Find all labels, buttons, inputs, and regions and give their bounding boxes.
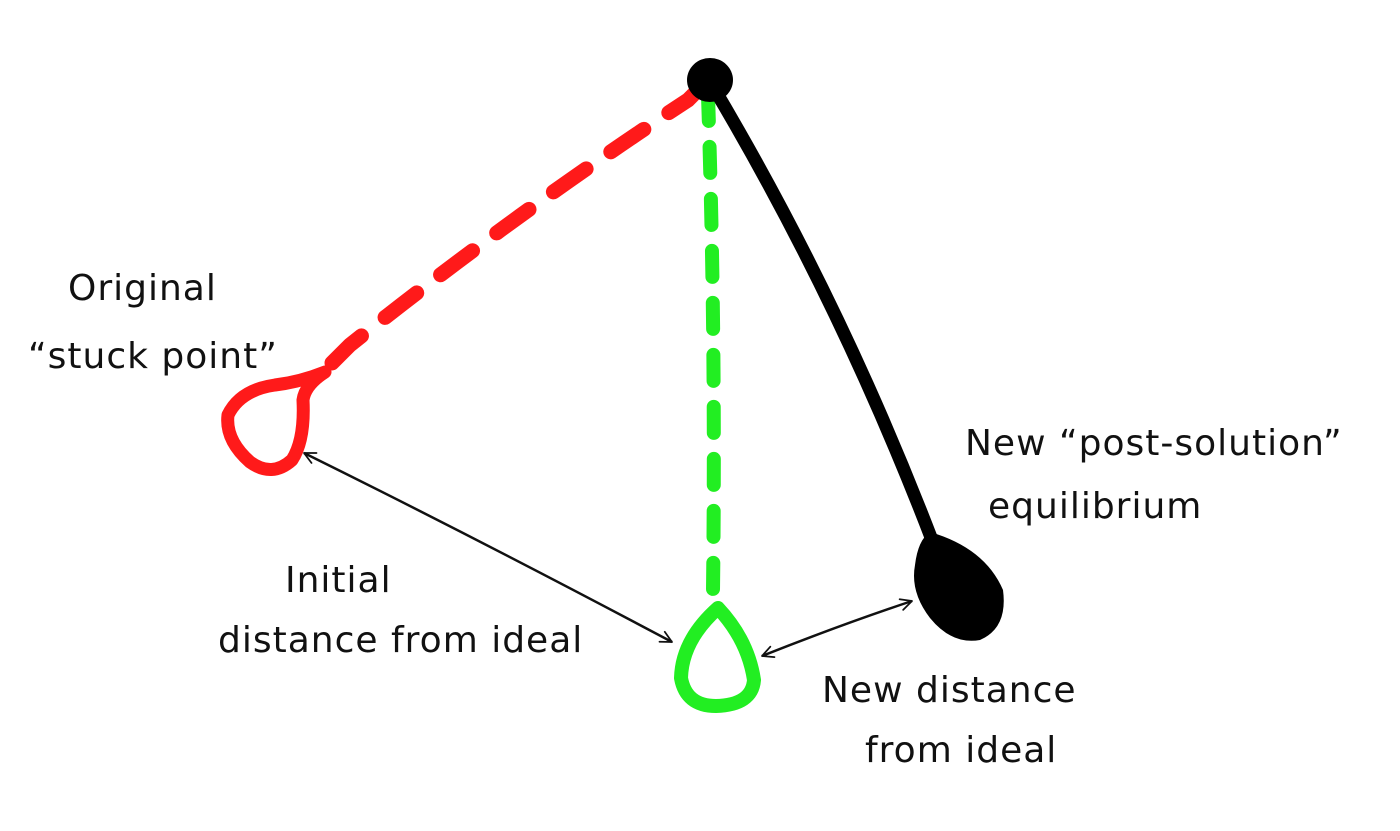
label-original-line2: “stuck point” — [28, 336, 278, 377]
original-dashed-path — [312, 80, 708, 383]
label-initial-line2: distance from ideal — [218, 620, 583, 661]
pendulum-rod — [705, 78, 939, 547]
pendulum-bob — [914, 532, 1004, 641]
ideal-dashed-path — [701, 88, 721, 597]
label-new-distance-line1: New distance — [822, 670, 1077, 711]
new-distance-arrow — [761, 598, 913, 658]
label-new-distance-line2: from ideal — [865, 730, 1057, 771]
ideal-point-loop — [674, 601, 761, 713]
label-new-equilibrium-line2: equilibrium — [988, 486, 1202, 527]
original-stuck-point-loop — [221, 365, 332, 476]
label-new-equilibrium-line1: New “post-solution” — [965, 423, 1343, 464]
label-initial-line1: Initial — [285, 560, 392, 601]
initial-distance-arrow — [303, 451, 673, 644]
pendulum-pivot — [687, 58, 733, 102]
label-original-line1: Original — [68, 268, 217, 309]
